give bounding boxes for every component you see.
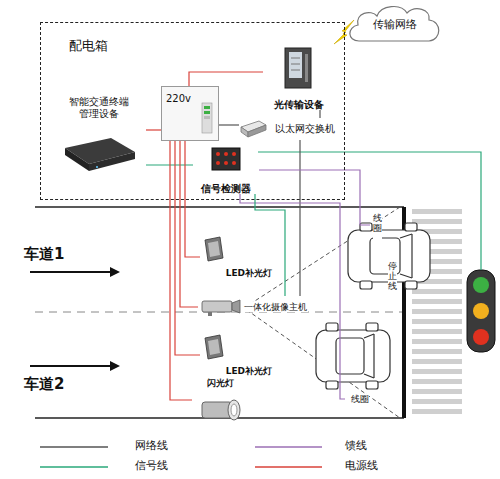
- lane-label: 车道2: [24, 376, 64, 393]
- flash-icon: [196, 396, 244, 428]
- legend-line: [40, 446, 108, 448]
- node-label: 一体化摄像主机: [243, 302, 308, 312]
- ethernet-switch: 以太网交换机: [239, 118, 335, 140]
- wire: [299, 140, 300, 296]
- led-fill-light: LED补光灯: [200, 334, 272, 376]
- node-label: 光传输设备: [274, 99, 324, 111]
- induction-loop: 线圈: [370, 214, 384, 246]
- led-icon: [202, 334, 226, 364]
- legend-label: 信号线: [135, 460, 168, 473]
- node-label: 220v: [166, 93, 191, 105]
- sw-icon: [239, 119, 267, 143]
- node-label: LED补光灯: [226, 268, 272, 278]
- camera-unit: 一体化摄像主机: [198, 296, 308, 318]
- terminal-manager: 智能交通终端管理设备: [51, 96, 146, 176]
- wire: [219, 124, 239, 125]
- wire: [180, 141, 198, 307]
- led-icon: [202, 236, 226, 266]
- node-label: 智能交通终端管理设备: [68, 96, 130, 119]
- wire: [255, 194, 285, 296]
- node-label: 线圈: [373, 214, 382, 246]
- legend-label: 网络线: [135, 440, 168, 453]
- node-label: 信号检测器: [201, 183, 251, 195]
- legend-line: [40, 466, 108, 468]
- legend-label: 馈线: [345, 440, 367, 453]
- node-label: 闪光灯: [207, 378, 234, 388]
- wire: [175, 141, 200, 355]
- det-icon: [209, 146, 243, 176]
- detection-zone: [244, 207, 400, 418]
- lane-arrow: [30, 271, 112, 273]
- signal-detector: 信号检测器: [193, 146, 259, 194]
- wire: [170, 141, 192, 400]
- wire: [189, 72, 263, 86]
- power-module: 220v: [161, 86, 219, 141]
- legend-line: [255, 446, 322, 448]
- wire: [185, 141, 200, 257]
- wire: [319, 110, 320, 118]
- arrow-head: [110, 267, 120, 277]
- lane-arrow: [30, 365, 112, 367]
- transport-network-cloud: 传输网络: [345, 3, 445, 47]
- optical-transmitter: 光传输设备: [263, 46, 335, 110]
- led-fill-light: LED补光灯: [200, 236, 272, 278]
- traffic-light: [467, 270, 495, 352]
- car: [316, 323, 390, 389]
- cam-icon: [198, 297, 242, 321]
- wire: [146, 129, 161, 130]
- node-label: 以太网交换机: [275, 123, 335, 135]
- optical-icon: [277, 46, 317, 94]
- legend-label: 电源线: [345, 460, 378, 473]
- distribution-box: 配电箱 220v 光传输设备以太网交换机 智能交通终端管理设备信号检测器: [40, 22, 345, 200]
- legend-line: [255, 466, 322, 468]
- term-icon: [59, 134, 139, 178]
- signal-wire: [258, 152, 481, 270]
- node-label: 线圈: [351, 394, 369, 404]
- node-label: 传输网络: [373, 19, 417, 32]
- induction-loop: 线圈: [345, 392, 375, 406]
- arrow-head: [110, 361, 120, 371]
- stop-line-label: 停止线: [388, 262, 397, 292]
- node-label: LED补光灯: [226, 366, 272, 376]
- node-label: 配电箱: [69, 39, 108, 54]
- road-edge: [35, 206, 404, 208]
- wire: [259, 170, 370, 225]
- flash-lamp: 闪光灯: [192, 378, 248, 426]
- lane-label: 车道1: [24, 246, 64, 263]
